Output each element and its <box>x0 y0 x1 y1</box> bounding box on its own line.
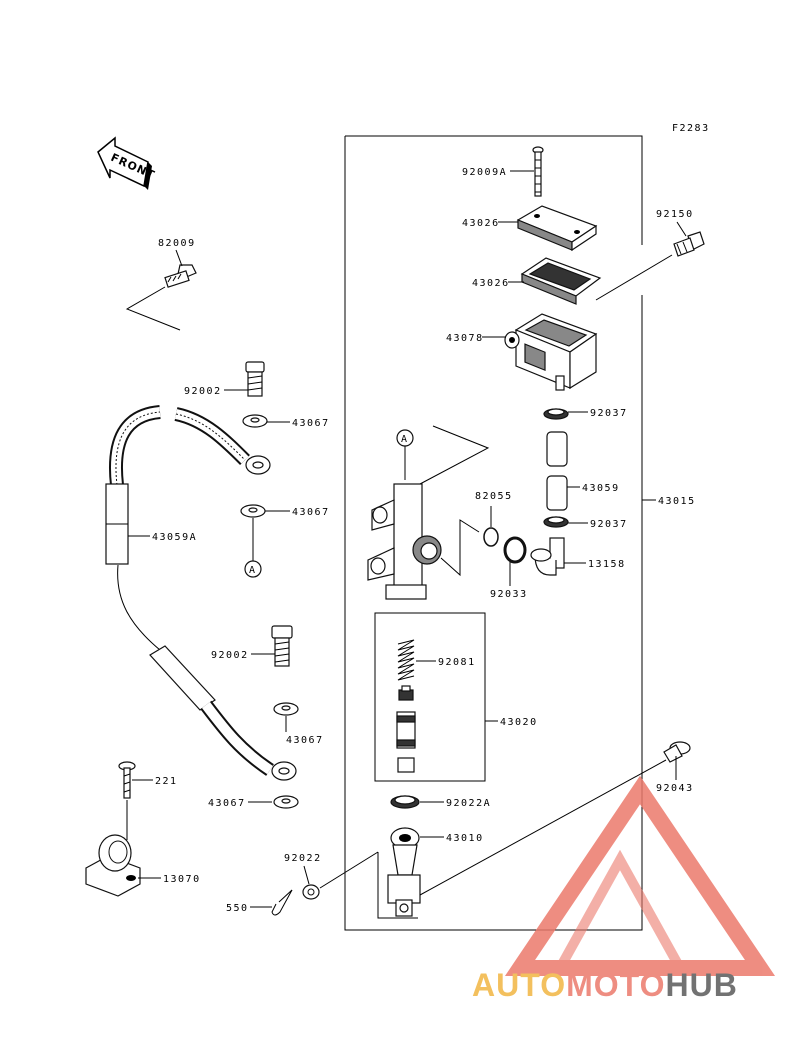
label-92022: 92022 <box>284 853 322 864</box>
label-43078: 43078 <box>446 333 484 344</box>
label-92033: 92033 <box>490 589 528 600</box>
label-92022a: 92022A <box>446 798 491 809</box>
push-rod <box>387 827 421 917</box>
bracket-13070 <box>85 834 141 897</box>
watermark-moto: MOTO <box>566 967 665 1003</box>
clevis-pin <box>419 741 691 896</box>
callout-a-right: A <box>396 429 414 480</box>
master-cylinder-body <box>367 425 490 600</box>
label-92009a: 92009A <box>462 167 507 178</box>
front-arrow-icon: FRONT <box>97 136 157 190</box>
label-13070: 13070 <box>163 874 201 885</box>
label-43067-d: 43067 <box>208 798 246 809</box>
label-43026-cap: 43026 <box>462 218 500 229</box>
washer-43067-b <box>240 504 266 562</box>
piston-kit-frame <box>374 612 486 782</box>
label-43067-b: 43067 <box>292 507 330 518</box>
cotter-pin <box>271 889 293 916</box>
piston <box>396 711 416 749</box>
reservoir-hose-upper <box>546 431 568 467</box>
label-82009: 82009 <box>158 238 196 249</box>
svg-text:A: A <box>249 565 255 576</box>
washer-43067-c <box>273 702 299 716</box>
label-43026-diaphragm: 43026 <box>472 278 510 289</box>
label-43020: 43020 <box>500 717 538 728</box>
brake-hose <box>105 405 297 781</box>
bolt-92009a <box>532 146 544 197</box>
figure-code: F2283 <box>672 123 710 134</box>
label-221: 221 <box>155 776 178 787</box>
washer-43067-d <box>273 795 299 809</box>
label-43059a: 43059A <box>152 532 197 543</box>
banjo-bolt-lower <box>271 625 293 667</box>
label-92002-lower: 92002 <box>211 650 249 661</box>
bolt-92150 <box>595 231 705 301</box>
label-82055: 82055 <box>475 491 513 502</box>
label-43059: 43059 <box>582 483 620 494</box>
bolt-82009 <box>125 264 197 331</box>
assembly-frame <box>344 135 643 931</box>
label-92037-lower: 92037 <box>590 519 628 530</box>
label-92002-upper: 92002 <box>184 386 222 397</box>
svg-text:A: A <box>401 434 407 445</box>
elbow-fitting <box>530 537 565 576</box>
watermark-triangle-icon <box>504 775 776 976</box>
label-43067-a: 43067 <box>292 418 330 429</box>
washer-43067-a <box>242 414 268 428</box>
label-92037-upper: 92037 <box>590 408 628 419</box>
reservoir-body <box>504 313 598 391</box>
label-43010: 43010 <box>446 833 484 844</box>
label-92081: 92081 <box>438 657 476 668</box>
hose-clamp-lower <box>543 516 569 528</box>
piston-cup <box>398 685 414 701</box>
callout-a-left: A <box>244 560 262 578</box>
svg-text:AUTOMOTOHUB: AUTOMOTOHUB <box>472 967 738 1003</box>
watermark-auto: AUTO <box>472 967 566 1003</box>
banjo-bolt-upper <box>245 361 265 397</box>
watermark-hub: HUB <box>665 967 737 1003</box>
reservoir-cap <box>516 205 598 252</box>
watermark-logo: AUTOMOTOHUB <box>472 775 776 1003</box>
label-92043: 92043 <box>656 783 694 794</box>
diaphragm <box>520 257 602 305</box>
circlip-92022a <box>390 795 420 809</box>
o-ring <box>483 506 499 547</box>
label-43015: 43015 <box>658 496 696 507</box>
piston-washer <box>397 757 415 773</box>
label-13158: 13158 <box>588 559 626 570</box>
label-550: 550 <box>226 903 249 914</box>
hose-clamp-upper <box>543 408 569 420</box>
spring <box>397 639 415 681</box>
washer-92022 <box>302 851 379 900</box>
label-92150: 92150 <box>656 209 694 220</box>
label-43067-c: 43067 <box>286 735 324 746</box>
reservoir-hose-lower <box>546 475 568 511</box>
circlip <box>503 536 527 564</box>
screw-221 <box>118 761 136 840</box>
labels: 92009A 43026 92150 43026 43078 82009 920… <box>128 167 696 914</box>
